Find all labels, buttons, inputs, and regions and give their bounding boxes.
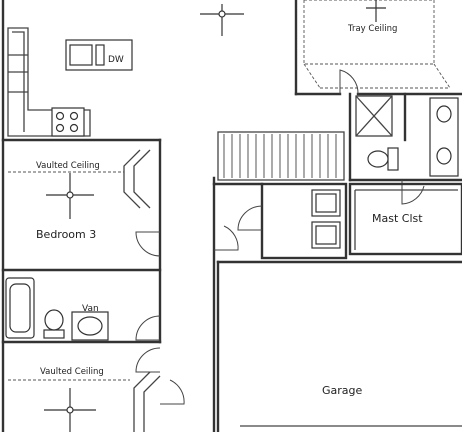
tray-ceiling-label: Tray Ceiling xyxy=(347,24,397,34)
bedroom-3-label: Bedroom 3 xyxy=(36,228,96,241)
ceiling-fan-icon xyxy=(46,173,94,219)
hall-bath: Van xyxy=(1,277,162,344)
hallway xyxy=(158,138,264,432)
garage: Garage xyxy=(216,260,462,432)
bedroom-2: Vaulted Ceiling xyxy=(8,347,185,432)
stairs xyxy=(217,131,345,181)
master-bedroom: Tray Ceiling xyxy=(294,0,462,96)
master-bath xyxy=(348,92,462,205)
toilet-icon xyxy=(367,147,399,171)
vaulted-ceiling-2-label: Vaulted Ceiling xyxy=(40,367,104,377)
kitchen: DW xyxy=(1,0,162,432)
laundry xyxy=(260,182,348,260)
stove-icon xyxy=(51,107,85,137)
mast-clst-label: Mast Clst xyxy=(372,212,423,225)
ceiling-fan-icon xyxy=(44,388,96,432)
toilet-icon xyxy=(43,309,65,339)
van-label: Van xyxy=(82,304,99,314)
ceiling-fan-icon xyxy=(366,0,386,22)
bedroom-3: Vaulted Ceiling Bedroom 3 xyxy=(1,149,162,272)
vaulted-ceiling-label: Vaulted Ceiling xyxy=(36,161,100,171)
ceiling-fan-icon xyxy=(200,4,244,36)
garage-label: Garage xyxy=(322,384,363,397)
master-closet: Mast Clst xyxy=(348,182,462,256)
dw-label: DW xyxy=(108,55,124,65)
